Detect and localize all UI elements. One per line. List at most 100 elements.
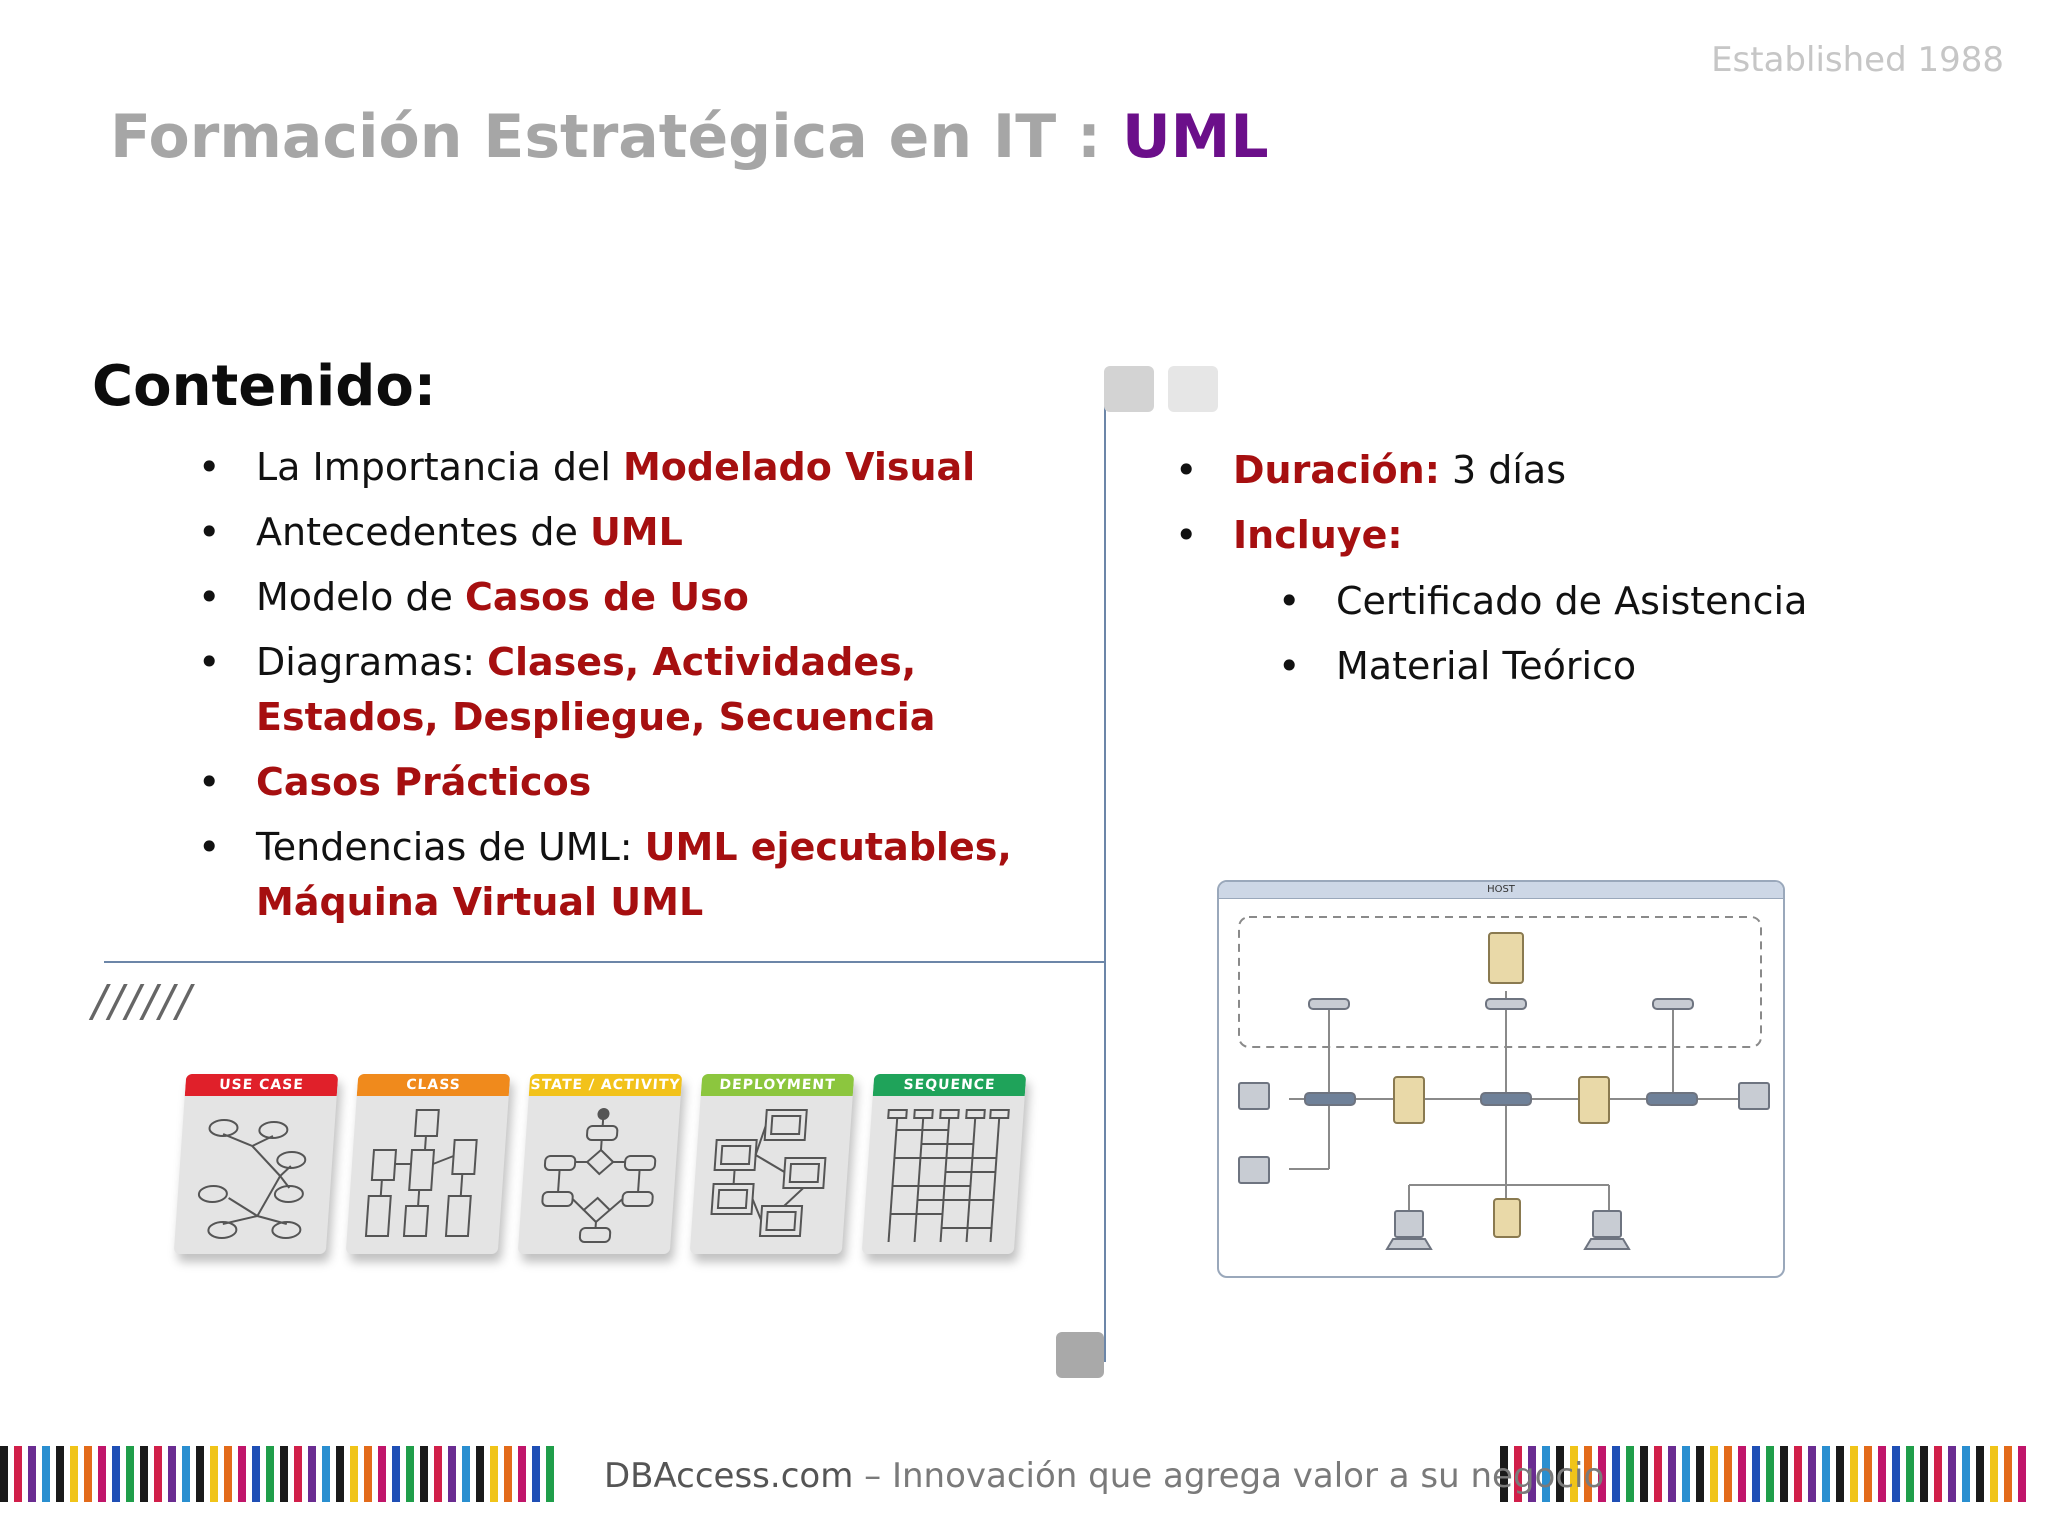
footer-stripe xyxy=(2018,1446,2026,1502)
horizontal-divider xyxy=(104,961,1106,963)
footer-stripe xyxy=(224,1446,232,1502)
sequence-diagram-icon xyxy=(887,1109,1010,1242)
footer-stripe xyxy=(518,1446,526,1502)
includes-sublist: Certificado de Asistencia Material Teóri… xyxy=(1278,574,1976,704)
footer-stripe xyxy=(70,1446,78,1502)
footer-stripe xyxy=(308,1446,316,1502)
item-text: Diagramas: xyxy=(256,640,488,684)
footer-stripe xyxy=(1976,1446,1984,1502)
item-highlight: Casos Prácticos xyxy=(256,760,592,804)
footer-stripe xyxy=(1962,1446,1970,1502)
vertical-divider xyxy=(1104,378,1106,1362)
footer-stripe xyxy=(1990,1446,1998,1502)
footer-stripe xyxy=(1892,1446,1900,1502)
footer-stripe xyxy=(1794,1446,1802,1502)
footer-stripe xyxy=(420,1446,428,1502)
footer-stripe xyxy=(1808,1446,1816,1502)
list-item: Tendencias de UML: UML ejecutables, Máqu… xyxy=(198,820,1076,930)
activity-diagram-icon xyxy=(541,1108,657,1243)
item-text: Antecedentes de xyxy=(256,510,590,554)
footer-stripe xyxy=(1906,1446,1914,1502)
use-case-diagram-icon xyxy=(197,1119,307,1239)
page-title: Formación Estratégica en IT : UML xyxy=(110,102,1269,172)
footer-stripe xyxy=(294,1446,302,1502)
footer-slogan: – Innovación que agrega valor a su negoc… xyxy=(853,1456,1605,1496)
footer-stripe xyxy=(1948,1446,1956,1502)
card-header: STATE / ACTIVITY xyxy=(528,1074,683,1096)
footer-stripe xyxy=(1752,1446,1760,1502)
card-header: USE CASE xyxy=(184,1074,339,1096)
footer-stripe xyxy=(448,1446,456,1502)
footer-stripe xyxy=(1864,1446,1872,1502)
item-highlight: UML xyxy=(589,510,683,554)
uml-diagrams-illustration: USE CASE CLASS xyxy=(173,1074,1060,1284)
network-host-label: HOST xyxy=(1219,882,1783,899)
footer-stripe xyxy=(1612,1446,1620,1502)
footer-stripe xyxy=(280,1446,288,1502)
duration-value: 3 días xyxy=(1439,448,1566,492)
content-heading: Contenido: xyxy=(92,354,437,419)
details-list: Duración: 3 días Incluye: xyxy=(1175,443,1933,573)
footer-stripe xyxy=(476,1446,484,1502)
item-text: La Importancia del xyxy=(256,445,623,489)
decor-square xyxy=(1168,366,1218,412)
footer-stripe xyxy=(434,1446,442,1502)
deployment-diagram-icon xyxy=(710,1109,827,1237)
footer-stripe xyxy=(1542,1446,1550,1502)
footer-stripe xyxy=(112,1446,120,1502)
footer-stripe xyxy=(252,1446,260,1502)
footer-stripe xyxy=(1500,1446,1508,1502)
footer-stripe xyxy=(350,1446,358,1502)
footer-stripe xyxy=(42,1446,50,1502)
duration-label: Duración: xyxy=(1233,448,1440,492)
title-prefix: Formación Estratégica en IT : xyxy=(110,102,1102,172)
footer-brand: DBAccess.com xyxy=(604,1456,854,1496)
footer-stripe xyxy=(504,1446,512,1502)
footer-stripe xyxy=(1626,1446,1634,1502)
footer-stripe xyxy=(1528,1446,1536,1502)
footer-stripe xyxy=(1738,1446,1746,1502)
content-list: La Importancia del Modelado Visual Antec… xyxy=(198,440,1076,940)
footer-stripe xyxy=(378,1446,386,1502)
footer-stripe xyxy=(266,1446,274,1502)
class-card: CLASS xyxy=(345,1074,511,1254)
footer-stripe xyxy=(196,1446,204,1502)
footer-stripe xyxy=(56,1446,64,1502)
list-item: Casos Prácticos xyxy=(198,755,1076,810)
decor-slashes: ////// xyxy=(92,976,193,1027)
item-highlight: Modelado Visual xyxy=(622,445,976,489)
footer-stripes-right xyxy=(1500,1446,2032,1502)
footer-stripe xyxy=(182,1446,190,1502)
footer-stripe xyxy=(1724,1446,1732,1502)
footer-stripe xyxy=(140,1446,148,1502)
footer-stripe xyxy=(546,1446,554,1502)
title-highlight: UML xyxy=(1121,102,1269,172)
footer-stripe xyxy=(1934,1446,1942,1502)
list-item: La Importancia del Modelado Visual xyxy=(198,440,1076,495)
footer-stripe xyxy=(1696,1446,1704,1502)
network-topology-graphic xyxy=(1238,916,1770,1250)
footer-stripe xyxy=(1654,1446,1662,1502)
footer-stripe xyxy=(14,1446,22,1502)
use-case-card: USE CASE xyxy=(173,1074,339,1254)
footer-stripe xyxy=(1584,1446,1592,1502)
footer-stripe xyxy=(364,1446,372,1502)
footer-stripe xyxy=(1570,1446,1578,1502)
list-item: Antecedentes de UML xyxy=(198,505,1076,560)
class-diagram-icon xyxy=(364,1109,478,1237)
footer-stripe xyxy=(238,1446,246,1502)
footer-stripe xyxy=(126,1446,134,1502)
footer-stripe xyxy=(1766,1446,1774,1502)
footer-stripe xyxy=(84,1446,92,1502)
footer-stripe xyxy=(336,1446,344,1502)
state-activity-card: STATE / ACTIVITY xyxy=(517,1074,683,1254)
decor-square xyxy=(1056,1332,1104,1378)
card-header: DEPLOYMENT xyxy=(700,1074,855,1096)
footer-stripe xyxy=(1640,1446,1648,1502)
footer-stripe xyxy=(1920,1446,1928,1502)
footer-stripe xyxy=(168,1446,176,1502)
list-item: Diagramas: Clases, Actividades, Estados,… xyxy=(198,635,1076,745)
list-item: Modelo de Casos de Uso xyxy=(198,570,1076,625)
item-text: Modelo de xyxy=(256,575,465,619)
network-diagram: HOST xyxy=(1217,880,1785,1278)
